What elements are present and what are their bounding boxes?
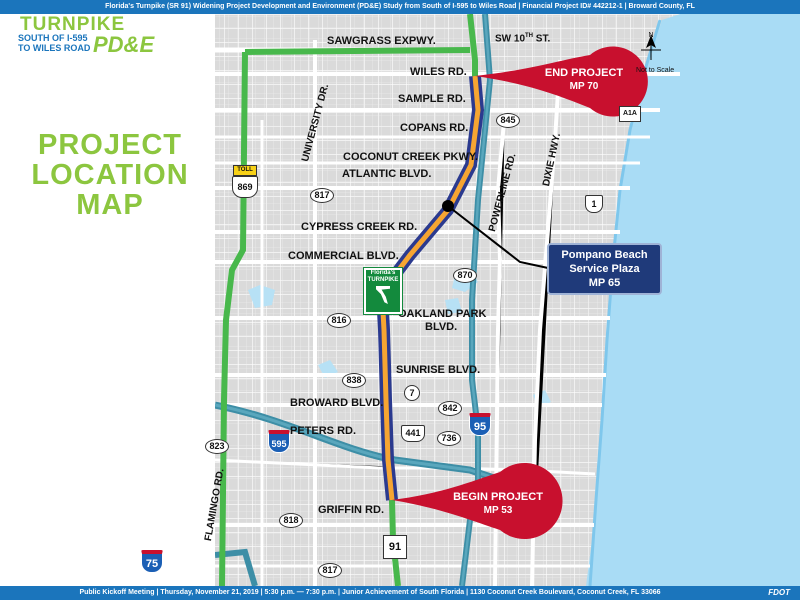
label-atlantic-blvd: ATLANTIC BLVD. — [342, 168, 432, 180]
footer-bar: Public Kickoff Meeting | Thursday, Novem… — [0, 586, 800, 600]
logo-limits-line1: SOUTH OF I-595 — [18, 33, 88, 43]
header-text: Florida's Turnpike (SR 91) Widening Proj… — [105, 3, 695, 10]
ocean — [586, 14, 800, 586]
lake-3 — [445, 298, 462, 314]
label-wiles-rd: WILES RD. — [410, 66, 467, 78]
florida-turnpike-sign: Florida's TURNPIKE — [364, 268, 402, 314]
label-sunrise-blvd: SUNRISE BLVD. — [396, 364, 481, 376]
north-label: N — [648, 32, 654, 39]
shield-817-north: 817 — [310, 188, 334, 203]
shield-818: 818 — [279, 513, 303, 528]
title-line-3: MAP — [76, 189, 144, 221]
shield-823: 823 — [205, 439, 229, 454]
title-line-1: PROJECT — [38, 129, 182, 161]
sawgrass-expressway — [219, 47, 471, 586]
powerline-rd-road — [493, 109, 507, 586]
begin-project-pin — [392, 463, 563, 539]
label-coconut-creek-pkwy: COCONUT CREEK PKWY. — [343, 151, 479, 163]
shield-sr7: 7 — [404, 385, 420, 401]
shield-817-south: 817 — [318, 563, 342, 578]
label-sample-rd: SAMPLE RD. — [398, 93, 466, 105]
page-title: PROJECT LOCATION MAP — [15, 130, 205, 220]
shield-us1: 1 — [585, 195, 603, 213]
logo-turnpike-text: TURNPIKE — [20, 14, 126, 35]
shield-us441: 441 — [401, 425, 425, 442]
shield-i595: 595 — [268, 430, 290, 453]
i595-highway-inner — [215, 403, 531, 492]
logo-limits-line2: TO WILES ROAD — [18, 43, 91, 53]
label-copans-rd: COPANS RD. — [400, 122, 469, 134]
logo-pde-text: PD&E — [93, 32, 155, 57]
label-oakland-park-blvd: BLVD. — [425, 321, 458, 333]
fdot-logo: FDOT — [768, 588, 790, 597]
label-sw10-text: SW 10 — [495, 33, 526, 45]
service-plaza-line3: MP 65 — [588, 277, 621, 289]
turnpike-sign-line2: TURNPIKE — [367, 277, 399, 283]
label-peters-rd: PETERS RD. — [290, 425, 357, 437]
service-plaza-leader — [447, 205, 549, 269]
north-arrow-icon — [641, 35, 661, 60]
end-project-label: END PROJECT MP 70 — [540, 67, 628, 93]
shield-a1a: A1A — [619, 106, 641, 122]
shield-736: 736 — [437, 431, 461, 446]
header-bar: Florida's Turnpike (SR 91) Widening Proj… — [0, 0, 800, 14]
shield-sr91: 91 — [383, 535, 407, 559]
label-griffin-rd: GRIFFIN RD. — [318, 504, 384, 516]
shield-845: 845 — [496, 113, 520, 128]
label-broward-blvd: BROWARD BLVD. — [290, 397, 384, 409]
shield-i75: 75 — [141, 550, 163, 573]
shield-816: 816 — [327, 313, 351, 328]
shield-842: 842 — [438, 401, 462, 416]
turnpike-north-segment — [467, 14, 478, 80]
label-sw10-sup: TH — [525, 33, 534, 39]
service-plaza-line1: Pompano Beach — [561, 249, 648, 261]
shield-869: 869 — [232, 176, 258, 198]
service-plaza-line2: Service Plaza — [569, 263, 640, 275]
begin-project-text: BEGIN PROJECT — [453, 491, 543, 503]
service-plaza-marker — [442, 200, 454, 212]
label-sawgrass-expwy: SAWGRASS EXPWY. — [327, 35, 436, 47]
end-project-pin — [475, 46, 648, 117]
label-oakland-park: OAKLAND PARK — [398, 308, 487, 320]
shield-i95: 95 — [469, 413, 491, 436]
florida-shape-icon — [376, 286, 390, 304]
shield-838: 838 — [342, 373, 366, 388]
title-line-2: LOCATION — [31, 159, 189, 191]
footer-text: Public Kickoff Meeting | Thursday, Novem… — [79, 589, 661, 596]
begin-project-mp: MP 53 — [483, 505, 513, 516]
scale-note: Not to Scale — [636, 67, 675, 74]
label-commercial-blvd: COMMERCIAL BLVD. — [288, 250, 399, 262]
project-map — [215, 14, 800, 586]
turnpike-sign-line1: Florida's — [370, 270, 396, 276]
service-plaza-callout: Pompano Beach Service Plaza MP 65 — [547, 243, 662, 295]
shield-toll: TOLL — [233, 165, 257, 176]
label-cypress-creek-rd: CYPRESS CREEK RD. — [301, 221, 418, 233]
begin-project-label: BEGIN PROJECT MP 53 — [450, 491, 546, 517]
label-sw10-end: ST. — [533, 33, 551, 45]
shield-870: 870 — [453, 268, 477, 283]
end-project-mp: MP 70 — [569, 81, 599, 92]
label-sw10th-st: SW 10TH ST. — [495, 33, 550, 44]
end-project-text: END PROJECT — [544, 67, 624, 79]
